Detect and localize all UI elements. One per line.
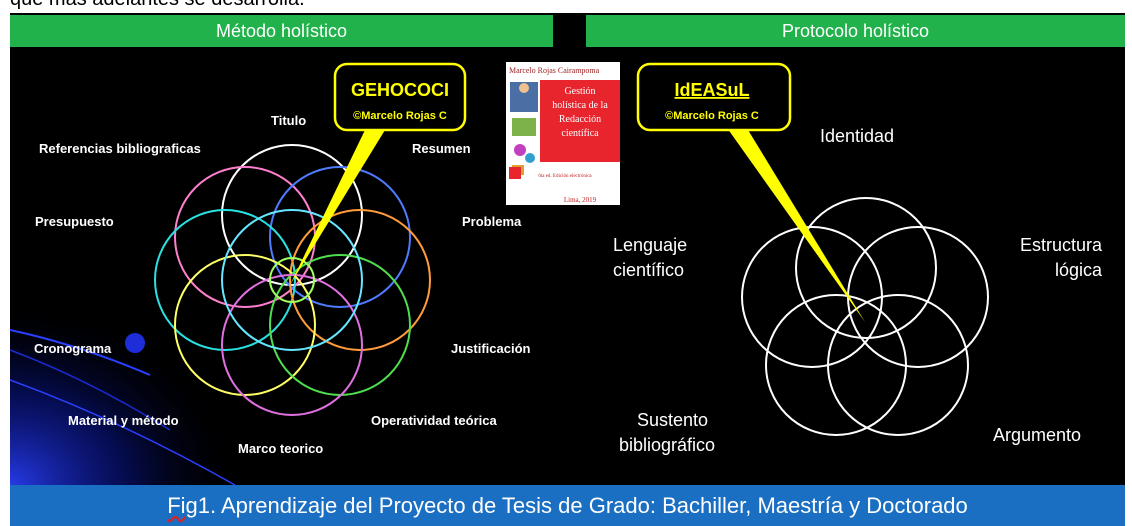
book-title-line-1: Gestión (564, 86, 595, 97)
book-cover: Marcelo Rojas Cairampoma Gestión holísti… (506, 62, 620, 205)
holistic-protocol-circles (741, 197, 989, 436)
label-estructura-2: lógica (1055, 260, 1103, 280)
circle-lightblue-center (221, 209, 363, 351)
label-lenguaje-1: Lenguaje (613, 235, 687, 255)
label-sustento-1: Sustento (637, 410, 708, 430)
circle-sustento (765, 294, 907, 436)
label-material: Material y método (68, 413, 179, 428)
space-background (9, 300, 240, 486)
book-edition: 6ta ed. Edición electrónica (538, 174, 592, 179)
circle-white-top (221, 144, 363, 286)
method-labels: Titulo Referencias bibliograficas Resume… (34, 113, 531, 456)
circle-orange-right (289, 209, 431, 351)
circle-lenguaje (741, 226, 883, 368)
book-author: Marcelo Rojas Cairampoma (509, 66, 600, 75)
book-title-line-2: holística de la (552, 100, 608, 111)
label-justificacion: Justificación (451, 341, 531, 356)
right-header: Protocolo holístico (586, 15, 1125, 47)
circle-blue-topright (269, 166, 411, 308)
label-lenguaje-2: científico (613, 260, 684, 280)
planet-icon (125, 333, 145, 353)
circle-center-small (269, 257, 315, 303)
protocol-labels: Identidad Lenguaje científico Estructura… (613, 126, 1103, 455)
right-callout: IdEASuL ©Marcelo Rojas C (636, 62, 865, 322)
circle-identidad (795, 197, 937, 339)
book-title-line-3: Redacción (559, 114, 601, 125)
label-estructura-1: Estructura (1020, 235, 1103, 255)
caption-text: 1. Aprendizaje del Proyecto de Tesis de … (197, 492, 968, 518)
circle-yellow-bottomleft (174, 254, 316, 396)
intro-text: que más adelantes se desarrolla. (10, 0, 305, 11)
book-place-year: Lima, 2019 (564, 196, 597, 204)
label-argumento: Argumento (993, 425, 1081, 445)
label-referencias: Referencias bibliograficas (39, 141, 201, 156)
publisher-logo (509, 167, 521, 179)
label-resumen: Resumen (412, 141, 471, 156)
circle-cyan-left (154, 209, 296, 351)
left-header: Método holístico (10, 15, 553, 47)
label-marco: Marco teorico (238, 441, 323, 456)
left-callout-subtitle: ©Marcelo Rojas C (353, 110, 447, 122)
caption-fig: Fig (167, 492, 198, 518)
label-titulo: Titulo (271, 113, 306, 128)
label-identidad: Identidad (820, 126, 894, 146)
label-cronograma: Cronograma (34, 341, 112, 356)
circle-magenta-bottom (221, 274, 363, 416)
label-sustento-2: bibliográfico (619, 435, 715, 455)
figure-caption: Fig 1. Aprendizaje del Proyecto de Tesis… (10, 485, 1125, 526)
right-callout-subtitle: ©Marcelo Rojas C (665, 110, 759, 122)
left-callout: GEHOCOCI ©Marcelo Rojas C (290, 62, 467, 285)
label-presupuesto: Presupuesto (35, 214, 114, 229)
right-callout-title: IdEASuL (675, 80, 750, 100)
left-callout-title: GEHOCOCI (351, 80, 449, 100)
book-illustration (510, 82, 538, 175)
circle-argumento (827, 294, 969, 436)
label-problema: Problema (462, 214, 522, 229)
book-title-line-4: científica (561, 128, 599, 139)
label-operatividad: Operatividad teórica (371, 413, 497, 428)
